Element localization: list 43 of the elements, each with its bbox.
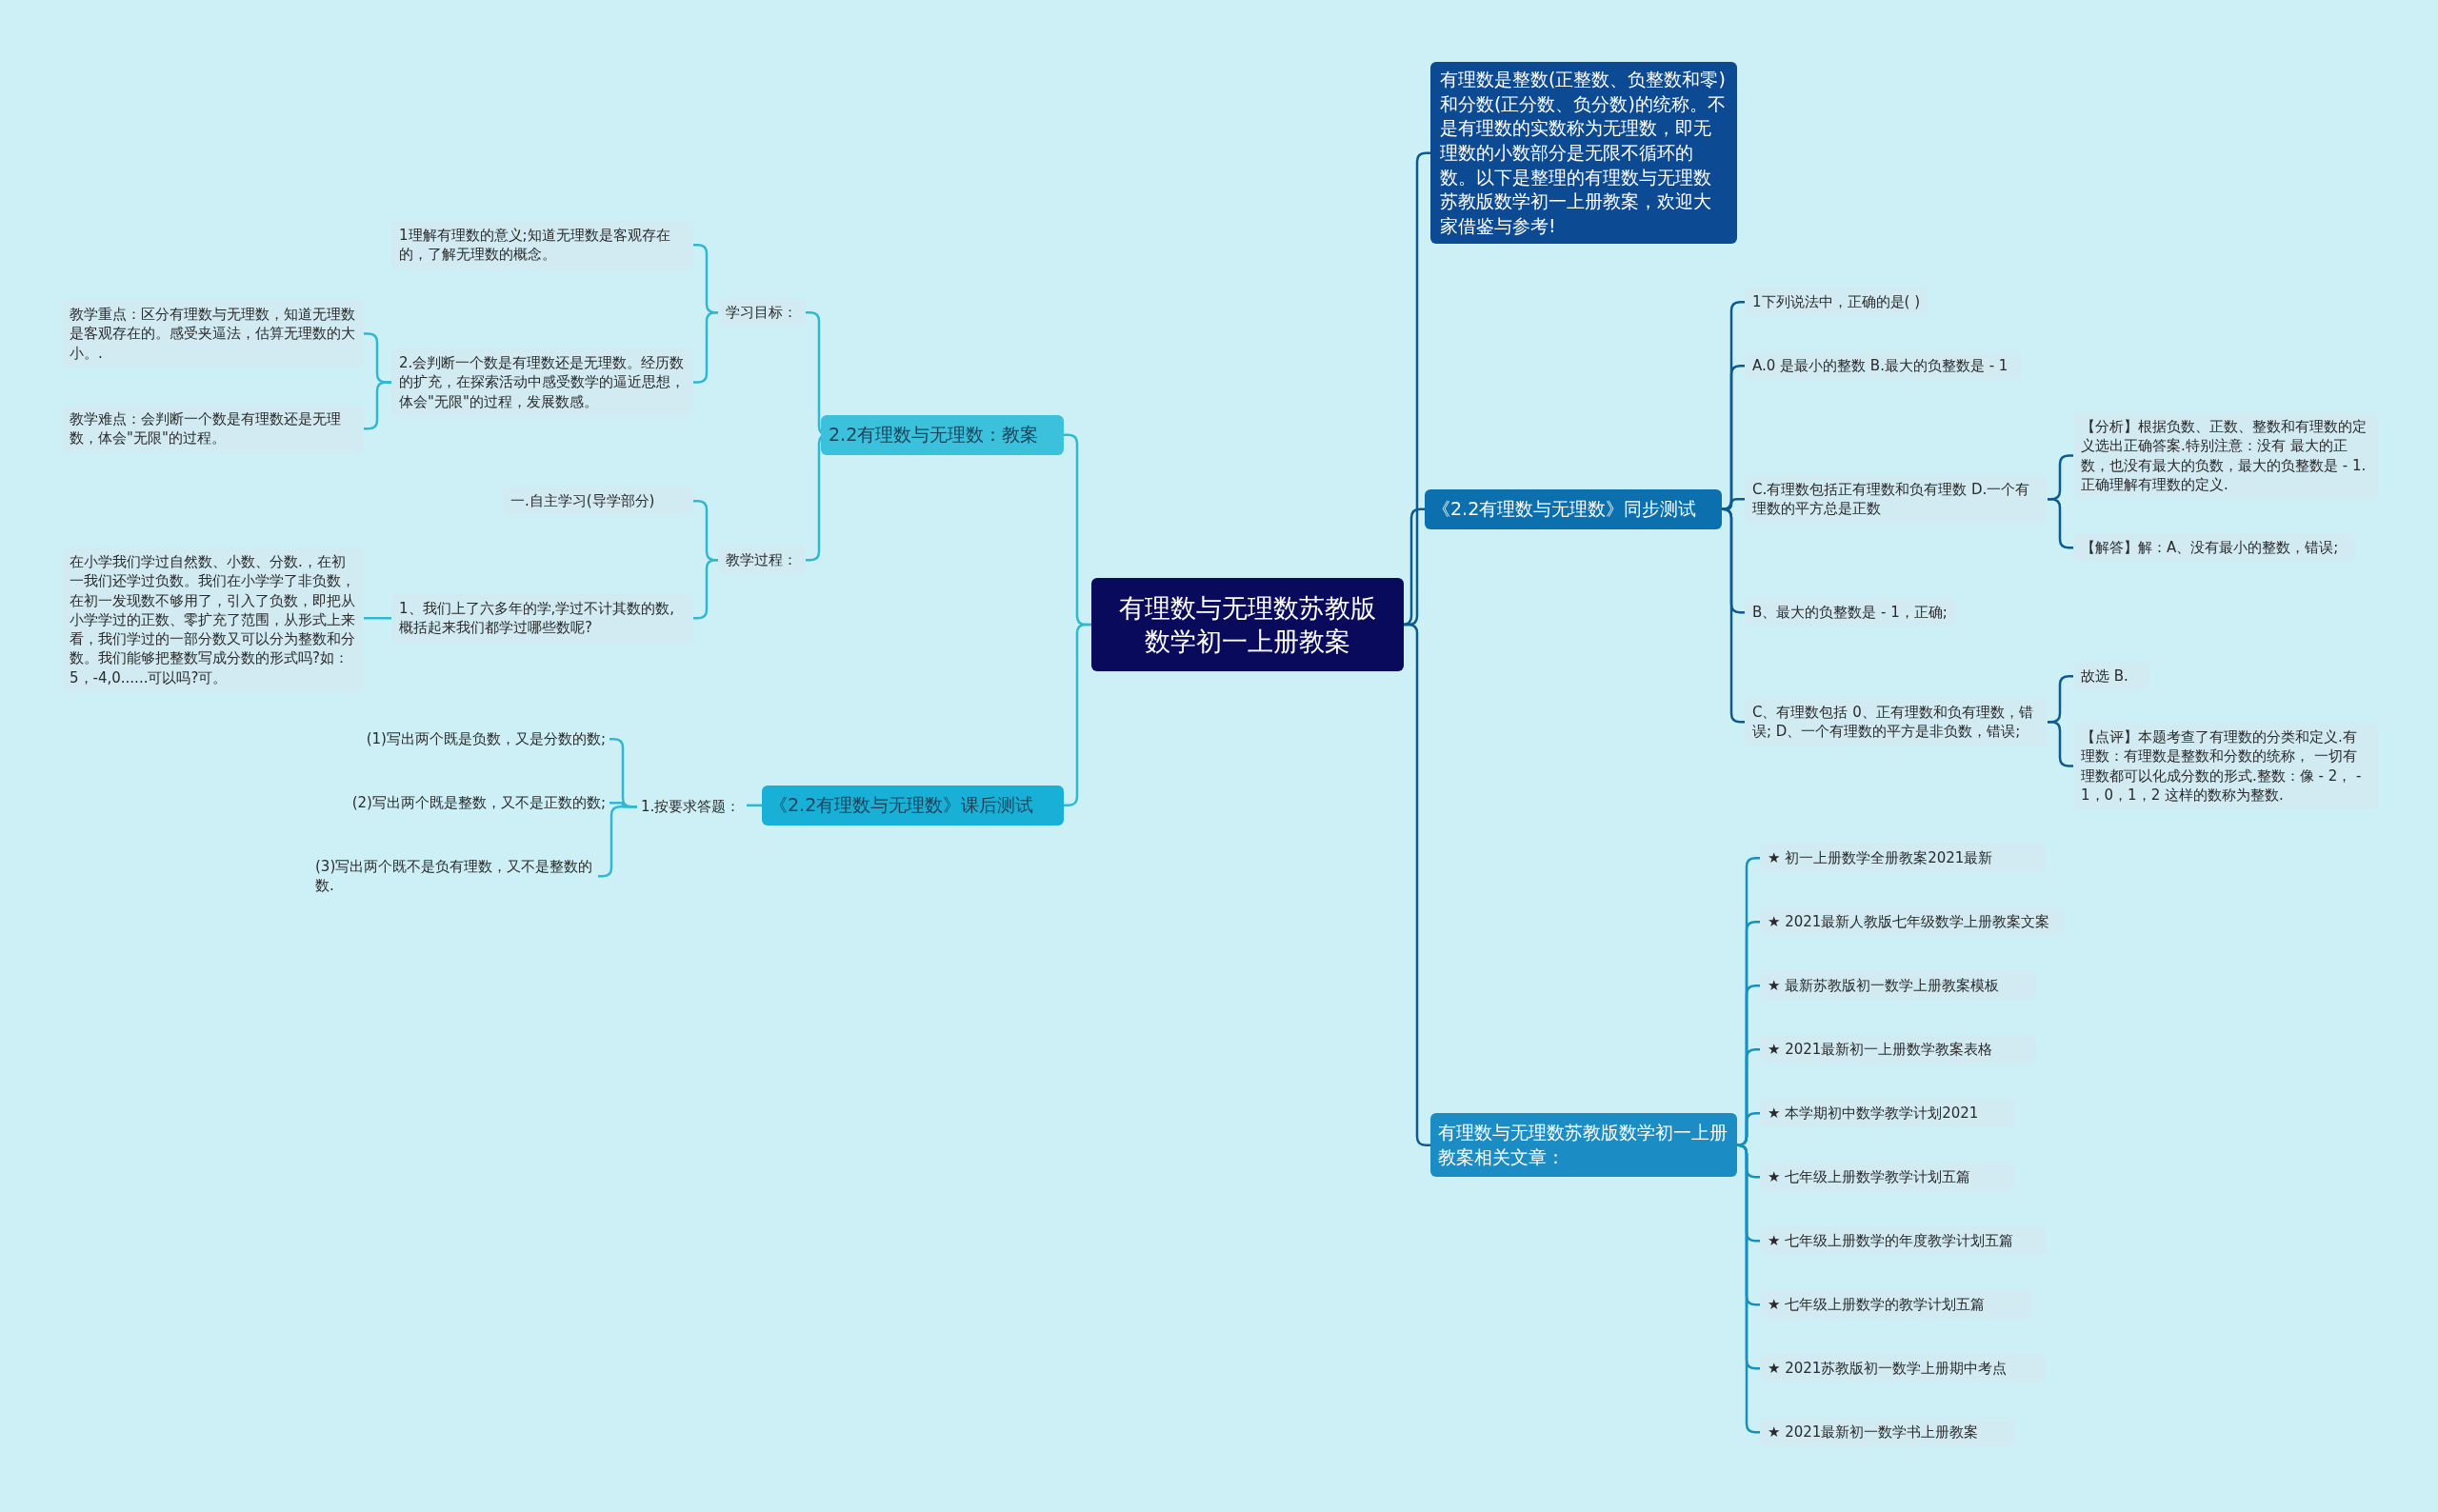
- leaf-box: ★ 七年级上册数学教学计划五篇: [1760, 1163, 2015, 1192]
- leaf-box: 故选 B.: [2073, 662, 2149, 691]
- leaf-text: (2)写出两个既是整数，又不是正数的数;: [330, 790, 610, 816]
- branch-box: 2.2有理数与无理数：教案: [821, 415, 1064, 455]
- leaf-box: 教学重点：区分有理数与无理数，知道无理数是客观存在的。感受夹逼法，估算无理数的大小。.: [62, 300, 364, 368]
- leaf-box: ★ 七年级上册数学的教学计划五篇: [1760, 1290, 2032, 1320]
- central-topic-box: 有理数与无理数苏教版数学初一上册教案: [1091, 578, 1404, 672]
- leaf-box: 【点评】本题考查了有理数的分类和定义.有理数：有理数是整数和分数的统称， 一切有理数都可以化成分数的形式.整数：像 - 2， - 1，0，1，2 这样的数称为整数.: [2073, 723, 2378, 809]
- connector-line: [2048, 498, 2073, 549]
- leaf-box: C.有理数包括正有理数和负有理数 D.一个有理数的平方总是正数: [1745, 475, 2048, 524]
- branch-box: 《2.2有理数与无理数》课后测试: [762, 786, 1064, 826]
- leaf-box: ★ 2021最新初一数学书上册教案: [1760, 1418, 2015, 1447]
- leaf-box: ★ 2021最新人教版七年级数学上册教案文案: [1760, 907, 2065, 937]
- leaf-box: ★ 2021苏教版初一数学上册期中考点: [1760, 1354, 2046, 1383]
- connector-line: [2048, 721, 2073, 767]
- leaf-box: A.0 是最小的整数 B.最大的负整数是 - 1: [1745, 351, 2021, 381]
- leaf-box: 【解答】解：A、没有最小的整数，错误;: [2073, 533, 2355, 563]
- summary-box: 有理数是整数(正整数、负整数和零)和分数(正分数、负分数)的统称。不是有理数的实数称为无理数，即无理数的小数部分是无限不循环的数。以下是整理的有理数与无理数苏教版数学初一上册教案，欢迎大家借鉴与参考!: [1430, 62, 1737, 245]
- leaf-box: ★ 2021最新初一上册数学教案表格: [1760, 1035, 2036, 1064]
- leaf-text: 1.按要求答题：: [637, 794, 747, 820]
- leaf-box: 1理解有理数的意义;知道无理数是客观存在的，了解无理数的概念。: [391, 221, 693, 269]
- leaf-box: B、最大的负整数是 - 1，正确;: [1745, 598, 1956, 627]
- leaf-text: (1)写出两个既是负数，又是分数的数;: [343, 726, 610, 752]
- leaf-box: 学习目标：: [718, 298, 806, 328]
- connector-line: [364, 381, 391, 430]
- connector-line: [1721, 364, 1745, 511]
- leaf-box: 1、我们上了六多年的学,学过不计其数的数,概括起来我们都学过哪些数呢?: [391, 594, 693, 643]
- leaf-box: 在小学我们学过自然数、小数、分数.，在初一我们还学过负数。我们在小学学了非负数，在初一发现数不够用了，引入了负数，即把从小学学过的正数、零扩充了范围，从形式上来看，我们学过的一部分数又可以分为整数和分数。我们能够把整数写成分数的形式吗?如：5，-4,0......可以吗?可。: [62, 547, 364, 692]
- connector-line: [364, 617, 391, 620]
- leaf-box: ★ 本学期初中数学教学计划2021: [1760, 1099, 2015, 1128]
- branch-box: 有理数与无理数苏教版数学初一上册教案相关文章：: [1430, 1113, 1737, 1178]
- leaf-box: 2.会判断一个数是有理数还是无理数。经历数的扩充，在探索活动中感受数学的逼近思想，体会"无限"的过程，发展数感。: [391, 348, 693, 416]
- leaf-box: ★ 初一上册数学全册教案2021最新: [1760, 844, 2046, 873]
- leaf-text: (3)写出两个既不是负有理数，又不是整数的数.: [311, 854, 598, 899]
- branch-box: 《2.2有理数与无理数》同步测试: [1425, 489, 1722, 529]
- leaf-box: C、有理数包括 0、正有理数和负有理数，错误; D、一个有理数的平方是非负数，错误;: [1745, 698, 2048, 746]
- leaf-box: 教学难点：会判断一个数是有理数还是无理数，体会"无限"的过程。: [62, 405, 364, 453]
- leaf-box: 教学过程：: [718, 546, 806, 575]
- leaf-box: 1下列说法中，正确的是( ): [1745, 288, 1928, 317]
- leaf-box: 一.自主学习(导学部分): [503, 487, 693, 516]
- leaf-box: ★ 七年级上册数学的年度教学计划五篇: [1760, 1226, 2046, 1256]
- leaf-box: ★ 最新苏教版初一数学上册教案模板: [1760, 971, 2036, 1001]
- leaf-box: 【分析】根据负数、正数、整数和有理数的定义选出正确答案.特别注意：没有 最大的正数，也没有最大的负数，最大的负整数是 - 1.正确理解有理数的定义.: [2073, 412, 2378, 499]
